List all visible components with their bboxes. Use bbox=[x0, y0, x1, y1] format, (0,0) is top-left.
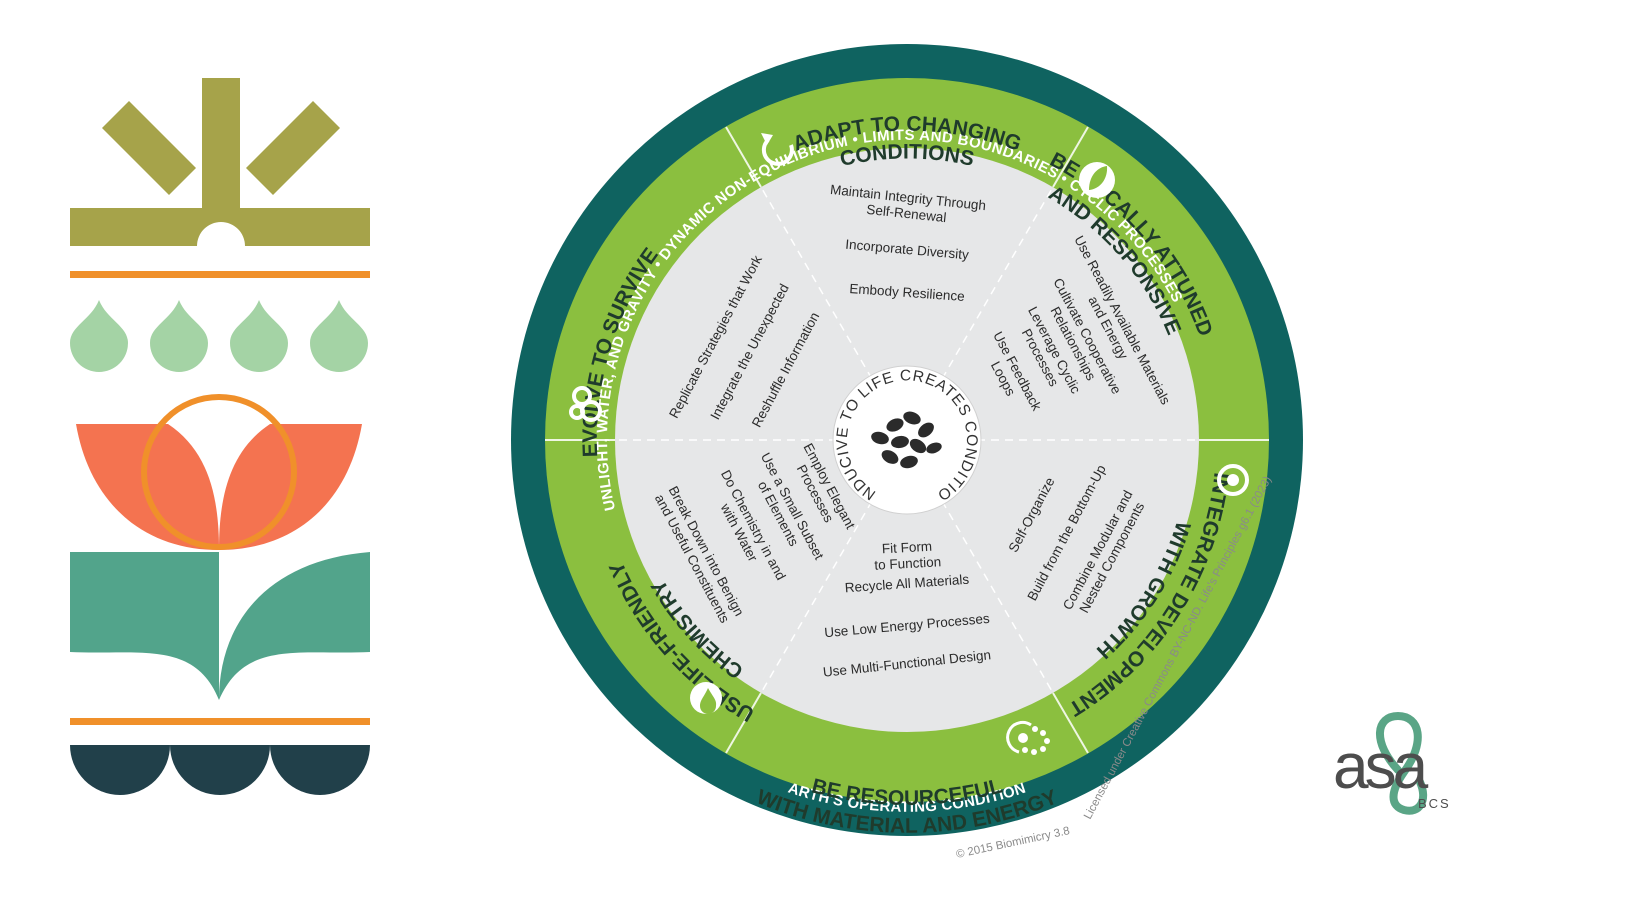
logo-subtitle: BCS bbox=[1418, 796, 1451, 811]
principle-text: Fit Form bbox=[881, 539, 932, 557]
coffee-beans-icon bbox=[871, 411, 942, 469]
droplet-icon bbox=[690, 682, 722, 714]
decorative-totem bbox=[70, 78, 370, 795]
water-drops-icon bbox=[70, 300, 368, 372]
flower-icon bbox=[76, 394, 362, 550]
cells-icon bbox=[569, 386, 602, 422]
orange-divider-top bbox=[70, 271, 370, 278]
leaves-icon bbox=[70, 552, 370, 700]
hills-icon bbox=[70, 745, 370, 795]
lifes-principles-wheel: SUNLIGHT, WATER, AND GRAVITY • DYNAMIC N… bbox=[0, 0, 1303, 838]
logo-letters: asa bbox=[1333, 730, 1429, 802]
dotted-circle-icon bbox=[1006, 720, 1050, 755]
orange-divider-bottom bbox=[70, 718, 370, 725]
sun-rays-icon bbox=[70, 78, 370, 246]
leaf-icon bbox=[1079, 162, 1115, 198]
asa-bcs-logo: asa BCS bbox=[1333, 711, 1451, 815]
cycle-arrows-icon bbox=[761, 133, 794, 166]
principle-text: to Function bbox=[874, 554, 941, 572]
target-icon bbox=[1217, 464, 1249, 496]
